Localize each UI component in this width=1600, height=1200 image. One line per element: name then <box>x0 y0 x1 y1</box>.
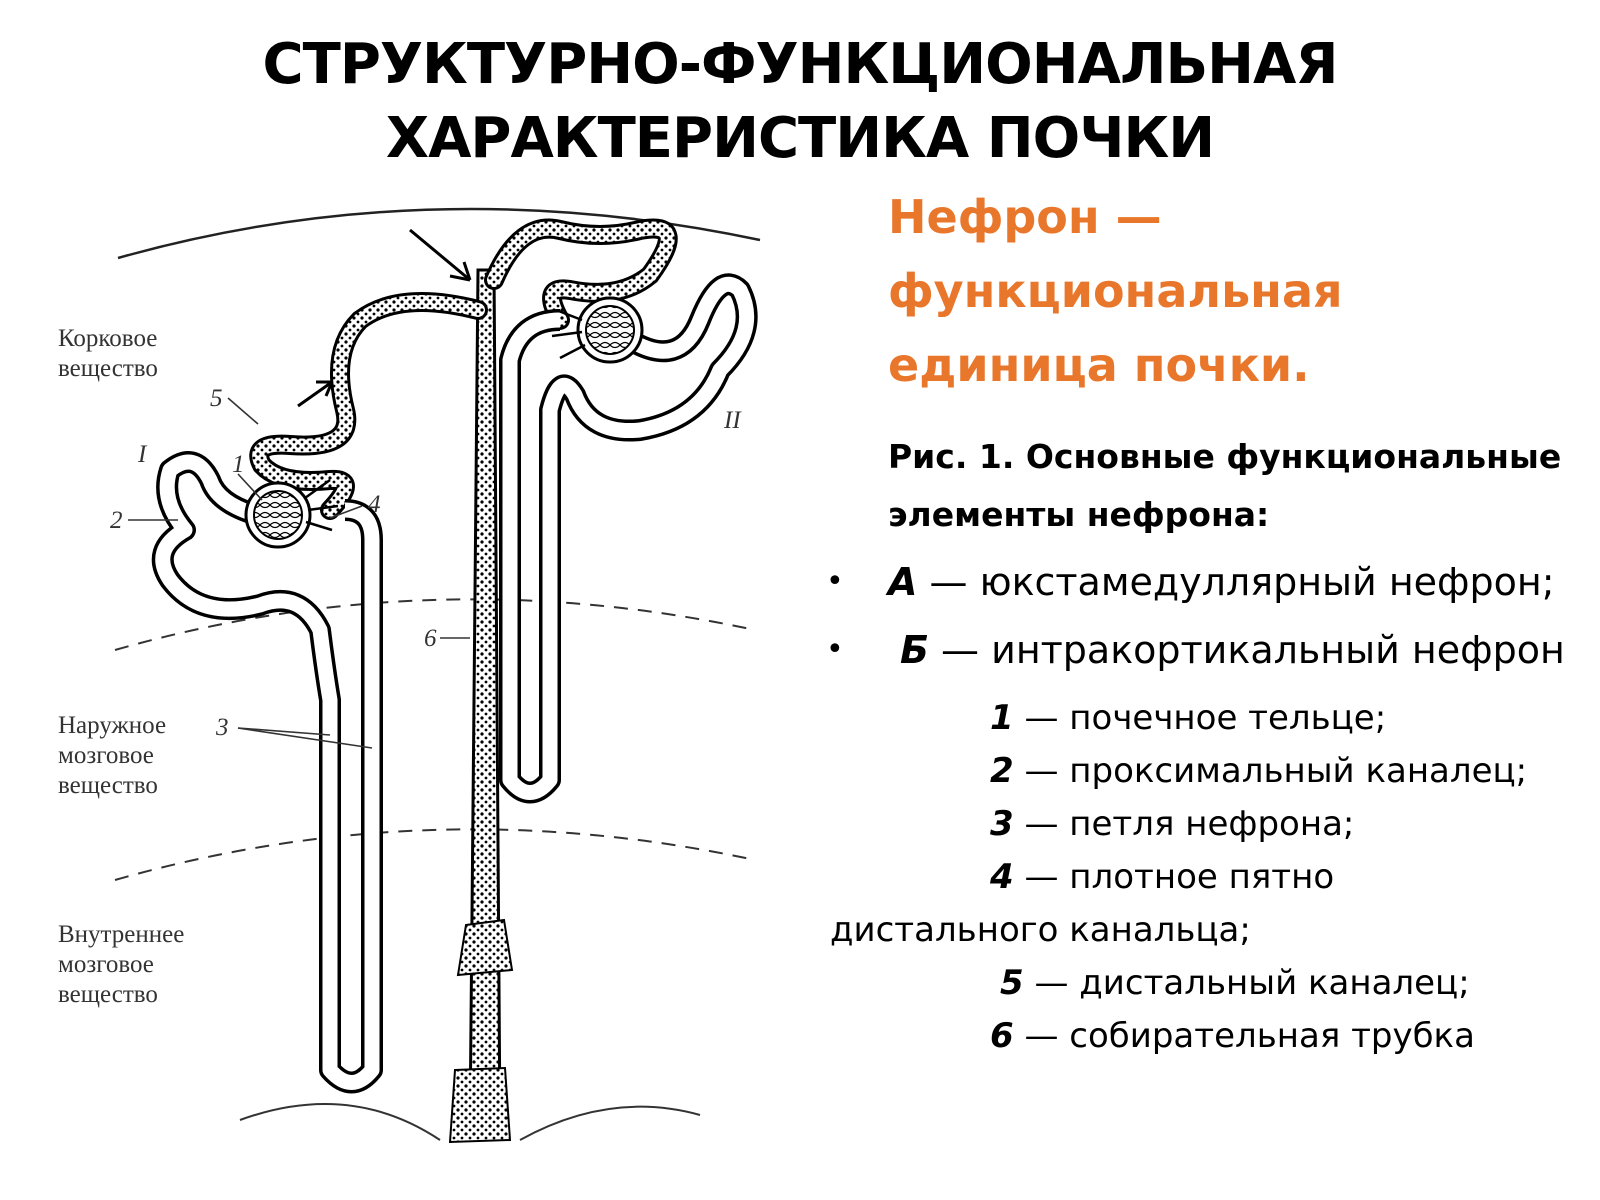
label-cortex-line1: Корковое <box>58 325 157 352</box>
collecting-duct-widening <box>456 918 514 977</box>
glomerulus-1 <box>253 490 303 540</box>
page-title: СТРУКТУРНО-ФУНКЦИОНАЛЬНАЯ ХАРАКТЕРИСТИКА… <box>0 28 1600 176</box>
arrow-icon <box>297 380 333 408</box>
label-cortex-line2: вещество <box>58 355 158 382</box>
afferent-vessels-2 <box>551 308 586 360</box>
caption-line-1: Рис. 1. Основные функциональные <box>888 437 1562 476</box>
pointer-line-3a <box>237 727 331 736</box>
legend-item: 5 — дистальный каналец; <box>1000 963 1470 1003</box>
arrow-icon <box>409 228 471 282</box>
legend-item-continuation: дистального канальца; <box>830 910 1251 950</box>
legend-item: 4 — плотное пятно <box>990 857 1335 897</box>
bullet-icon: • <box>826 564 844 599</box>
proximal-tubule-loop-outline <box>151 451 383 1094</box>
definition-line-1: Нефрон — <box>888 190 1162 244</box>
nephron-diagram: Корковое вещество Наружное мозговое веще… <box>58 207 761 1144</box>
cortex-medulla-border <box>114 598 756 651</box>
pointer-line-3b <box>237 727 373 749</box>
papilla-right-line <box>519 1105 701 1141</box>
legend-item: 6 — собирательная трубка <box>990 1016 1475 1056</box>
list-item-text: Б — интракортикальный нефрон <box>900 628 1565 672</box>
marker-nephron-1: I <box>137 441 148 468</box>
distal-tubule-2 <box>487 221 675 327</box>
marker-4: 4 <box>368 491 381 518</box>
marker-6: 6 <box>424 625 437 652</box>
legend-list: 1 — почечное тельце; 2 — проксимальный к… <box>830 692 1600 1063</box>
nephron-type-list: • А — юкстамедуллярный нефрон; • Б — инт… <box>826 548 1596 684</box>
papilla-left-line <box>239 1103 441 1141</box>
nephron-2-tubule <box>502 276 755 800</box>
collecting-duct <box>468 268 502 1132</box>
marker-2: 2 <box>110 507 123 534</box>
arrow-head-icon <box>449 261 472 282</box>
collecting-duct-papillary <box>448 1066 512 1144</box>
list-item: • А — юкстамедуллярный нефрон; <box>826 548 1596 616</box>
afferent-vessels-1 <box>304 478 339 532</box>
title-line-1: СТРУКТУРНО-ФУНКЦИОНАЛЬНАЯ <box>262 32 1339 97</box>
bullet-icon: • <box>826 632 844 667</box>
definition-line-3: единица почки. <box>888 338 1310 392</box>
label-outer-medulla-line1: Наружное <box>58 712 166 739</box>
list-item-text: А — юкстамедуллярный нефрон; <box>888 560 1555 604</box>
marker-5: 5 <box>210 385 223 412</box>
definition-line-2: функциональная <box>888 264 1343 318</box>
title-line-2: ХАРАКТЕРИСТИКА ПОЧКИ <box>385 106 1215 171</box>
pointer-line-1 <box>237 473 263 501</box>
pointer-line-4 <box>329 505 363 519</box>
label-outer-medulla-line2: мозговое <box>58 742 154 769</box>
legend-item: 3 — петля нефрона; <box>990 804 1355 844</box>
legend-item: 1 — почечное тельце; <box>990 698 1387 738</box>
marker-3: 3 <box>215 714 229 741</box>
marker-nephron-2: II <box>723 407 742 434</box>
label-inner-medulla-line2: мозговое <box>58 951 154 978</box>
label-outer-medulla-line3: вещество <box>58 772 158 799</box>
proximal-tubule-loop <box>155 454 380 1090</box>
marker-1: 1 <box>232 451 245 478</box>
label-inner-medulla-line3: вещество <box>58 981 158 1008</box>
figure-caption: Рис. 1. Основные функциональные элементы… <box>888 428 1588 544</box>
caption-line-2: элементы нефрона: <box>888 495 1270 534</box>
outer-inner-medulla-border <box>114 828 756 881</box>
pointer-line-5 <box>227 397 259 425</box>
legend-item: 2 — проксимальный каналец; <box>990 751 1528 791</box>
distal-tubule <box>252 295 485 517</box>
glomerulus-2 <box>585 305 635 355</box>
definition-heading: Нефрон — функциональная единица почки. <box>888 180 1588 402</box>
label-inner-medulla-line1: Внутреннее <box>58 921 184 948</box>
list-item: • Б — интракортикальный нефрон <box>826 616 1596 684</box>
